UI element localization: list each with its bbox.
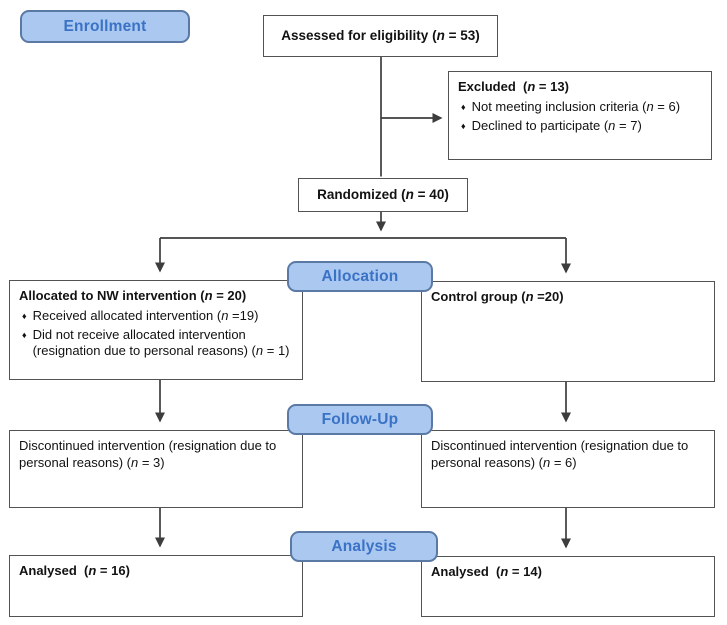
allocated-intervention-bullets: ♦ Received allocated intervention (n =19)…	[19, 308, 293, 361]
analysed-right-title: Analysed (n = 14)	[431, 564, 542, 579]
followup-right-title: Discontinued intervention (resignation d…	[431, 438, 689, 470]
diamond-bullet-icon: ♦	[461, 101, 466, 112]
stage-allocation: Allocation	[287, 261, 433, 292]
stage-analysis: Analysis	[290, 531, 438, 562]
bullet-text: Did not receive allocated intervention (…	[32, 326, 290, 359]
bullet-text: Declined to participate (n = 7)	[471, 117, 642, 133]
stage-followup-label: Follow-Up	[321, 410, 399, 428]
control-group-title: Control group (n =20)	[431, 289, 564, 304]
bullet-item: ♦ Received allocated intervention (n =19)	[19, 308, 293, 325]
diamond-bullet-icon: ♦	[461, 120, 466, 131]
stage-followup: Follow-Up	[287, 404, 433, 435]
bullet-item: ♦ Did not receive allocated intervention …	[19, 327, 293, 361]
followup-left-title: Discontinued intervention (resignation d…	[19, 438, 277, 470]
excluded-bullets: ♦Not meeting inclusion criteria (n = 6)♦…	[458, 99, 702, 135]
diamond-bullet-icon: ♦	[22, 310, 27, 321]
bullet-text: Received allocated intervention (n =19)	[32, 307, 259, 323]
stage-enrollment-label: Enrollment	[63, 17, 147, 35]
analysed-left-title: Analysed (n = 16)	[19, 563, 130, 578]
stage-allocation-label: Allocation	[321, 267, 399, 285]
stage-analysis-label: Analysis	[331, 537, 397, 555]
excluded-box: Excluded (n = 13) ♦ Not meeting inclusion…	[448, 71, 712, 160]
assessed-box: Assessed for eligibility (n = 53)	[263, 15, 498, 57]
bullet-text: Not meeting inclusion criteria (n = 6)	[471, 98, 681, 114]
analysed-right-box: Analysed (n = 14)	[421, 556, 715, 617]
randomized-title: Randomized (n = 40)	[317, 187, 449, 203]
bullet-item: ♦ Not meeting inclusion criteria (n = 6)	[458, 99, 702, 116]
allocated-intervention-title: Allocated to NW intervention (n = 20)	[19, 288, 247, 303]
excluded-title: Excluded (n = 13)	[458, 79, 569, 94]
stage-enrollment: Enrollment	[20, 10, 190, 43]
allocated-intervention-box: Allocated to NW intervention (n = 20) ♦ R…	[9, 280, 303, 380]
randomized-box: Randomized (n = 40)	[298, 178, 468, 212]
followup-left-box: Discontinued intervention (resignation d…	[9, 430, 303, 508]
control-group-box: Control group (n =20)	[421, 281, 715, 382]
followup-right-box: Discontinued intervention (resignation d…	[421, 430, 715, 508]
analysed-left-box: Analysed (n = 16)	[9, 555, 303, 617]
diamond-bullet-icon: ♦	[22, 329, 27, 340]
bullet-item: ♦ Declined to participate (n = 7)	[458, 118, 702, 135]
assessed-title: Assessed for eligibility (n = 53)	[281, 28, 480, 44]
